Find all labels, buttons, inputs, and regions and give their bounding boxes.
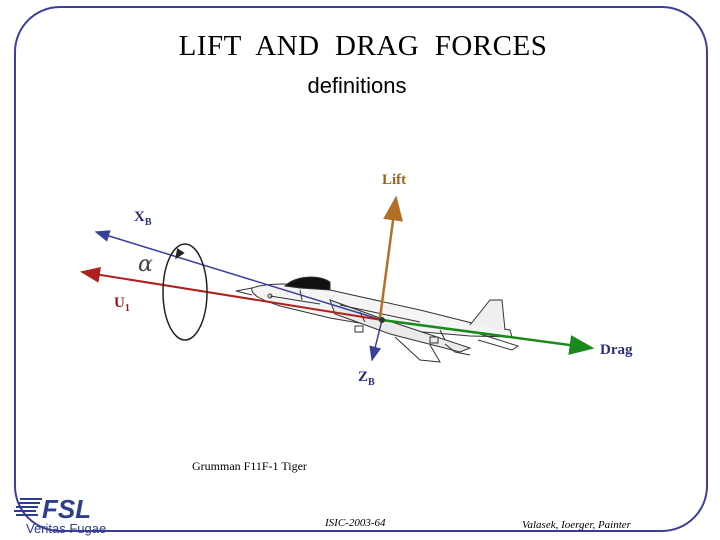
zb-axis-line <box>369 319 383 362</box>
drag-vector-line <box>381 318 595 355</box>
lift-label: Lift <box>382 172 407 188</box>
zb-label-main: Z <box>358 369 369 385</box>
alpha-label: α <box>138 252 153 277</box>
xb-label: XB <box>134 209 152 228</box>
u1-label-sub: 1 <box>124 303 130 314</box>
slide-frame <box>14 6 708 532</box>
zb-label-sub: B <box>368 377 375 388</box>
svg-text:FSL: FSL <box>42 494 91 524</box>
slide-title: LIFT AND DRAG FORCES <box>178 30 548 62</box>
xb-label-sub: B <box>144 217 152 228</box>
xb-label-main: X <box>134 209 145 225</box>
u1-label: U1 <box>114 295 130 314</box>
alpha-rotation-arrow <box>175 248 185 260</box>
slide-subtitle: definitions <box>307 73 407 98</box>
footer-authors: Valasek, Ioerger, Painter <box>522 519 631 531</box>
fsl-logo: FSL <box>14 494 91 524</box>
footer-code: ISIC-2003-64 <box>325 517 386 529</box>
cg-point <box>379 317 385 323</box>
drag-label: Drag <box>600 342 633 358</box>
alpha-rotation-loop <box>162 243 208 341</box>
u1-vector-line <box>80 266 383 321</box>
lift-vector-line <box>378 195 403 319</box>
u1-label-main: U <box>114 295 125 311</box>
aircraft-caption: Grumman F11F-1 Tiger <box>192 459 307 473</box>
xb-axis-line <box>94 230 383 321</box>
logo-tagline: Veritas Fugae <box>26 521 107 536</box>
zb-label: ZB <box>358 369 375 388</box>
